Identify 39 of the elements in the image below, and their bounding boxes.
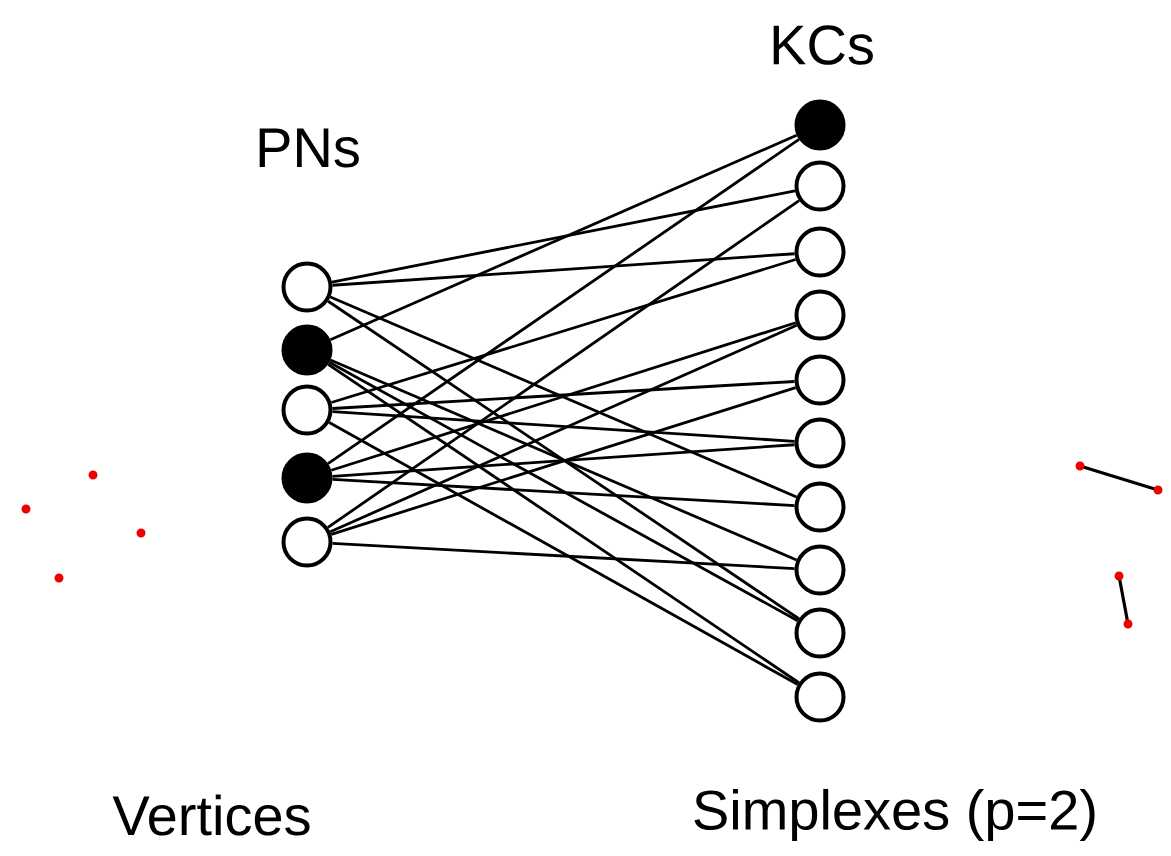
connection-line [330, 386, 797, 536]
neuron-circle [794, 289, 846, 341]
connection-line [332, 410, 795, 443]
neuron-circle [794, 544, 846, 596]
connection-line [327, 138, 800, 465]
connection-line [332, 478, 795, 507]
connection-line [332, 443, 795, 478]
connection-line [327, 300, 800, 620]
connection-line [329, 358, 798, 562]
filled-neuron-circle [281, 452, 333, 504]
column-label: Vertices [112, 794, 310, 836]
connection-line [331, 189, 796, 284]
neuron-circle [281, 384, 333, 436]
neuron-circle [794, 481, 846, 533]
connection-line [329, 295, 798, 499]
connection-line [329, 133, 798, 342]
neuron-circle [281, 261, 333, 313]
connection-line [332, 380, 795, 410]
connection-line [328, 421, 799, 686]
column-label: PNs [259, 128, 359, 168]
connection-line [328, 361, 799, 622]
connection-line [327, 363, 800, 684]
neuron-circle [794, 160, 846, 212]
column-label: KCs [773, 25, 873, 65]
filled-neuron-circle [281, 324, 333, 376]
neuron-circle [794, 607, 846, 659]
connection-line [327, 199, 800, 529]
neuron-circle [794, 671, 846, 723]
connection-line [330, 258, 797, 404]
neuron-circle [794, 354, 846, 406]
neuron-circle [794, 226, 846, 278]
connection-line [332, 252, 795, 287]
filled-neuron-circle [794, 99, 846, 151]
neuron-circle [794, 417, 846, 469]
connection-line [329, 324, 798, 533]
neuron-circle [281, 516, 333, 568]
connection-line [330, 321, 797, 472]
column-label: Simplexes (p=2) [694, 788, 1095, 842]
connection-line [332, 542, 795, 570]
